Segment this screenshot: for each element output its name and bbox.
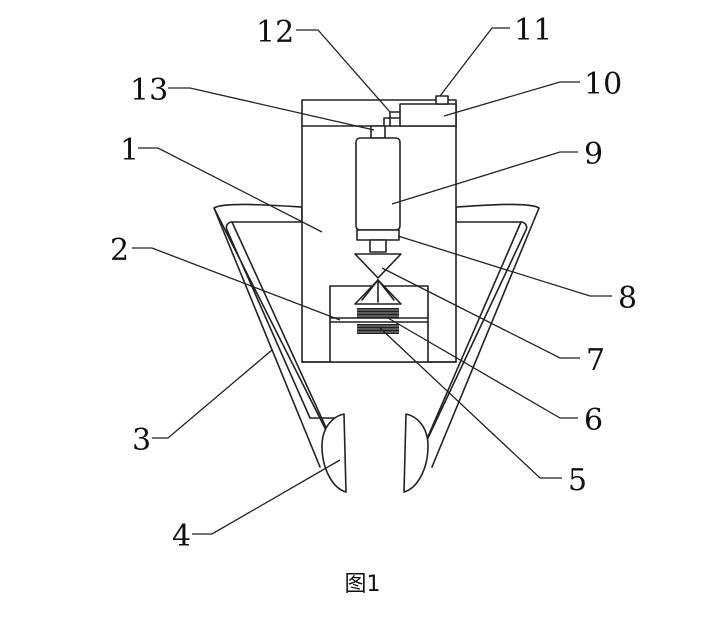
funnel	[354, 253, 402, 305]
connector	[370, 125, 386, 139]
motor-cylinder	[355, 137, 401, 231]
label-11: 11	[514, 13, 552, 48]
label-1: 1	[120, 133, 139, 168]
leader-lines	[132, 27, 612, 535]
left-arm	[213, 203, 340, 468]
label-8: 8	[618, 281, 637, 316]
brush-lower	[357, 324, 399, 334]
label-6: 6	[584, 403, 603, 438]
label-9: 9	[584, 137, 603, 172]
label-2: 2	[110, 233, 129, 268]
label-5: 5	[568, 463, 587, 498]
label-7: 7	[586, 343, 605, 378]
left-jaw	[321, 413, 347, 493]
figure-caption: 图1	[344, 572, 381, 597]
control-box	[399, 95, 457, 127]
label-3: 3	[132, 423, 151, 458]
brush-upper	[357, 308, 399, 318]
label-4: 4	[172, 519, 191, 554]
label-13: 13	[130, 73, 168, 108]
coupling	[356, 229, 400, 253]
label-12: 12	[256, 15, 294, 50]
right-jaw	[403, 413, 429, 493]
label-10: 10	[584, 67, 622, 102]
part-labels: 1 2 3 4 5 6 7 8 9 10 11 12 13	[110, 13, 637, 554]
